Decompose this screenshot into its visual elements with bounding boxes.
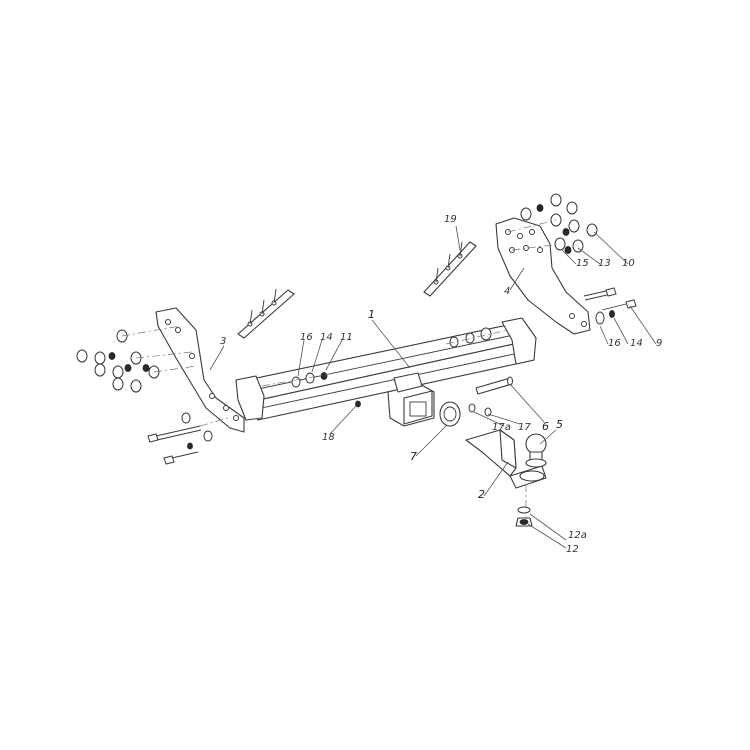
frame-top-bolts	[261, 327, 509, 388]
callout-11: 11	[340, 332, 353, 343]
pin-part	[475, 376, 513, 395]
callout-1: 1	[368, 308, 375, 321]
callout-7: 7	[410, 450, 417, 463]
callout-3: 3	[220, 336, 226, 347]
callout-17a: 17a	[492, 422, 511, 433]
callout-15: 15	[576, 258, 589, 269]
strip-left	[237, 288, 295, 339]
callout-12: 12	[566, 544, 579, 555]
ball-hardware	[515, 484, 533, 527]
callout-labels: 1 2 3 4 5 6 7 9 10 11 12 12a 13 14 14 15…	[220, 214, 662, 555]
callout-9: 9	[656, 338, 662, 349]
callout-5: 5	[556, 418, 563, 431]
callout-2: 2	[478, 488, 485, 501]
socket-plate	[439, 401, 492, 427]
right-bracket	[495, 217, 591, 335]
receiver-box	[387, 372, 435, 427]
left-fastener-cluster	[76, 325, 197, 393]
callout-19: 19	[444, 214, 457, 225]
right-lower-bolts	[583, 287, 637, 325]
left-lower-bolts	[147, 412, 229, 465]
callout-4: 4	[504, 286, 510, 297]
strip-19	[423, 241, 477, 297]
right-top-fastener-cluster	[507, 193, 598, 254]
callout-14-left: 14	[320, 332, 333, 343]
callout-6: 6	[542, 420, 549, 433]
leader-lines	[209, 225, 657, 549]
grommet	[355, 400, 361, 408]
callout-10: 10	[622, 258, 635, 269]
callout-17: 17	[518, 422, 531, 433]
callout-13: 13	[598, 258, 611, 269]
callout-14-right: 14	[630, 338, 643, 349]
callout-12a: 12a	[568, 530, 587, 541]
callout-16-right: 16	[608, 338, 621, 349]
tow-ball	[525, 433, 547, 468]
ball-mount	[465, 429, 547, 489]
left-bracket	[155, 307, 245, 433]
callout-18: 18	[322, 432, 335, 443]
callout-16-left: 16	[300, 332, 313, 343]
